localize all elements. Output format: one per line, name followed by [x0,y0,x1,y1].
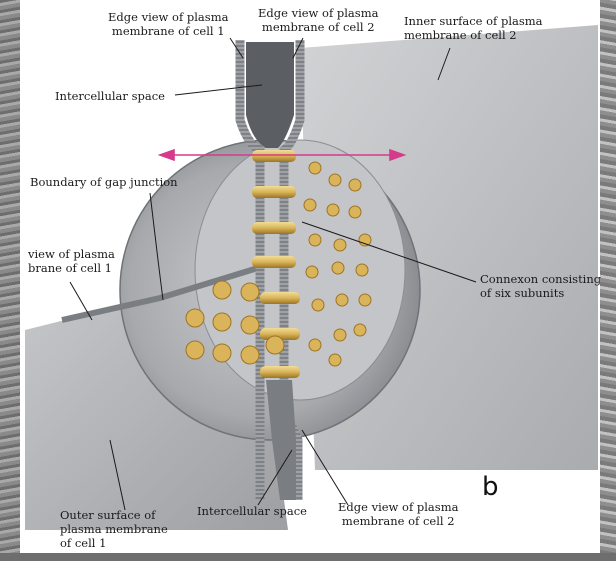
label-intercellular-space-top: Intercellular space [55,89,165,103]
label-edge-cell2-bottom: Edge view of plasma membrane of cell 2 [338,500,458,528]
label-inner-surface-cell2: Inner surface of plasma membrane of cell… [404,14,543,42]
label-edge-cell2-top: Edge view of plasma membrane of cell 2 [258,6,378,34]
label-intercellular-space-bottom: Intercellular space [197,504,307,518]
intercellular-space-top [246,42,294,148]
label-edge-cell1-left: view of plasma brane of cell 1 [28,247,115,275]
label-edge-cell1-top: Edge view of plasma membrane of cell 1 [108,10,228,38]
panel-letter: b [482,472,499,502]
label-outer-surface-cell1: Outer surface of plasma membrane of cell… [60,508,168,550]
label-connexon: Connexon consisting of six subunits [480,272,601,300]
label-boundary-gap-junction: Boundary of gap junction [30,175,178,189]
